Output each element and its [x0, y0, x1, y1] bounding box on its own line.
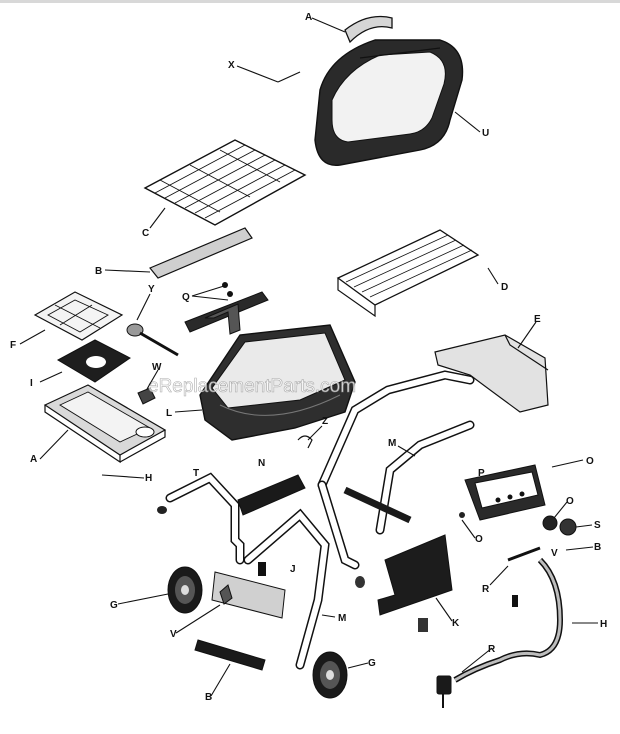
- callout-bracket: W: [152, 362, 162, 373]
- callout-igniter: Y: [148, 284, 155, 295]
- callout-valve: V: [551, 548, 558, 559]
- valve-fitting-part: [507, 546, 541, 607]
- callout-control-panel: I: [30, 378, 33, 389]
- callout-cooking-grate: C: [142, 228, 149, 239]
- bracket-part: [137, 387, 156, 405]
- callout-wheel-right: G: [368, 658, 376, 669]
- callout-lid: U: [482, 128, 489, 139]
- regulator-hose-part: [436, 557, 564, 708]
- watermark-text: eReplacementParts.com: [148, 376, 356, 397]
- callout-front-leg: M: [338, 613, 346, 624]
- warming-rack-part: [336, 229, 480, 318]
- callout-bottom-shelf-rail: N: [258, 458, 265, 469]
- callout-side-shelf: A: [30, 454, 37, 465]
- axle-clip-part: [219, 584, 233, 605]
- heat-shield-part: [149, 227, 253, 279]
- lid-part: [314, 39, 464, 166]
- bottom-rail-part: [194, 639, 266, 671]
- callout-knob-mid: O: [566, 496, 574, 507]
- leader-lines: [19, 17, 598, 697]
- callout-tank-shield: K: [452, 618, 460, 629]
- side-panel-part: [434, 334, 549, 413]
- frame-leg-front-part: [157, 472, 245, 565]
- callout-knob-top: O: [586, 456, 594, 467]
- callout-axle-bracket: J: [290, 564, 296, 575]
- firebox-part: [199, 324, 356, 441]
- callout-heat-shield: B: [95, 266, 102, 277]
- tank-shield-part: [355, 534, 453, 632]
- burner-part: [184, 282, 269, 335]
- callout-hose-fitting: B: [594, 542, 601, 553]
- knob-small-part: [459, 512, 465, 518]
- briquette-grate-part: [33, 291, 124, 341]
- knob-part: [542, 515, 558, 531]
- callout-axle-clip: V: [170, 629, 177, 640]
- top-border: [0, 0, 620, 3]
- control-panel-part: [56, 339, 131, 383]
- callout-frame-leg-rear: M: [388, 438, 396, 449]
- callout-side-panel: E: [534, 314, 541, 325]
- callout-valve-panel: P: [478, 468, 485, 479]
- bottom-shelf-rail-part: [237, 474, 306, 516]
- callout-bracket-z: Z: [322, 416, 328, 427]
- callout-labels: A X U C B D Q Y F E I W L A Z M H T N P …: [10, 12, 607, 703]
- callout-regulator: R: [488, 644, 496, 655]
- rack-pin-part: [277, 71, 301, 83]
- callout-hood-handle: A: [305, 12, 312, 23]
- callout-wheel-left: G: [110, 600, 118, 611]
- callout-briquette-grate: F: [10, 340, 16, 351]
- callout-knob-s: S: [594, 520, 601, 531]
- callout-knob-low: O: [475, 534, 483, 545]
- callout-firebox: L: [166, 408, 172, 419]
- cooking-grate-part: [143, 139, 307, 226]
- axle-bracket-part: [211, 562, 286, 619]
- callout-burner: Q: [182, 292, 190, 303]
- wheel-right-part: [312, 651, 348, 699]
- callout-hose-clip: H: [145, 473, 152, 484]
- callout-regulator-hose: H: [600, 619, 607, 630]
- front-leg-part: [243, 508, 330, 670]
- wheel-left-part: [167, 566, 203, 614]
- knob-s-part: [559, 518, 577, 536]
- side-shelf-part: [43, 384, 167, 464]
- callout-hose-r1: R: [482, 584, 490, 595]
- callout-bottom-rail: B: [205, 692, 212, 703]
- callout-rack-pin: X: [228, 60, 235, 71]
- callout-frame-leg-front: T: [193, 468, 199, 479]
- bracket-z-part: [297, 435, 313, 449]
- valve-panel-part: [464, 464, 546, 521]
- callout-warming-rack: D: [501, 282, 508, 293]
- frame-leg-rear-part: [317, 370, 475, 570]
- hood-handle-part: [344, 15, 393, 44]
- igniter-part: [126, 323, 179, 357]
